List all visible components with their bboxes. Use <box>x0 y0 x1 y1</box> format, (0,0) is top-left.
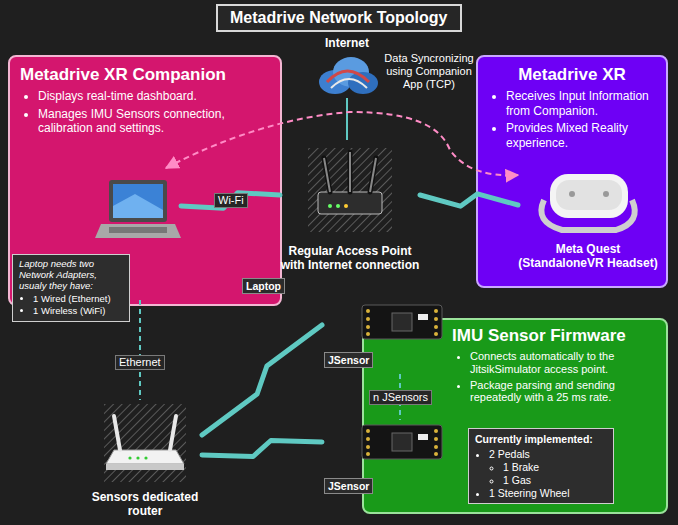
connector-label: Ethernet <box>115 355 165 370</box>
device-label: JSensor <box>324 352 373 368</box>
internet-cloud: Internet <box>313 36 381 98</box>
bullet-text: Receives Input Information from Companio… <box>506 89 649 117</box>
note-text: Laptop needs two Network Adapters, usual… <box>19 259 123 292</box>
ap-picture <box>300 140 400 240</box>
sub-bullet-text: 1 Brake <box>503 461 539 473</box>
sensor-router: Sensors dedicated router <box>88 400 202 525</box>
bullet-text: Package parsing and sending repeatedly w… <box>470 379 615 404</box>
sub-bullet-text: 1 Gas <box>503 474 531 486</box>
bullet-text: Manages IMU Sensors connection, calibrat… <box>38 107 225 135</box>
bullet-item: Displays real-time dashboard. <box>38 89 270 103</box>
bullet-item: Provides Mixed Reality experience. <box>506 121 656 150</box>
bullet-text: 1 Wired (Ethernet) <box>33 293 111 304</box>
panel-heading: Metadrive XR <box>488 65 656 85</box>
implemented-box: Currently implemented: 2 Pedals1 Brake1 G… <box>468 428 614 504</box>
xr-panel: Metadrive XR Receives Input Information f… <box>476 55 668 288</box>
device-label: JSensor <box>324 478 373 494</box>
device-label: Laptop <box>242 278 285 294</box>
device-caption: Sensors dedicated router <box>88 490 202 519</box>
sub-bullet-item: 1 Brake <box>503 461 607 473</box>
bullet-item: 1 Steering Wheel <box>489 487 607 499</box>
wireless-link <box>420 194 518 206</box>
wireless-link <box>202 325 322 435</box>
bullet-list: Connects automatically to the JitsikSimu… <box>452 350 662 404</box>
diagram-title: Metadrive Network Topology <box>216 4 462 32</box>
bullet-item: Manages IMU Sensors connection, calibrat… <box>38 107 270 136</box>
router-picture <box>100 400 190 486</box>
headset-icon: Meta Quest (StandaloneVR Headset) <box>518 160 658 282</box>
connector-label: Wi-Fi <box>214 193 248 208</box>
bullet-list: 2 Pedals1 Brake1 Gas1 Steering Wheel <box>475 448 607 499</box>
sensor-board: JSensor <box>322 420 445 500</box>
wired-link <box>139 300 141 400</box>
bullet-item: 2 Pedals1 Brake1 Gas <box>489 448 607 486</box>
note-heading: Currently implemented: <box>475 433 607 446</box>
bullet-text: Connects automatically to the JitsikSimu… <box>470 350 614 375</box>
bullet-item: 1 Wired (Ethernet) <box>33 294 123 305</box>
bullet-list: Receives Input Information from Companio… <box>488 89 656 150</box>
bullet-list: 1 Wired (Ethernet)1 Wireless (WiFi) <box>19 294 123 317</box>
wireless-link <box>202 441 322 457</box>
sub-bullet-list: 1 Brake1 Gas <box>489 461 607 486</box>
panel-heading: Metadrive XR Companion <box>20 65 270 85</box>
cloud-picture <box>313 52 381 98</box>
firmware-panel: IMU Sensor FirmwareConnects automaticall… <box>362 318 668 514</box>
sensor-picture <box>360 300 445 345</box>
bullet-list: Displays real-time dashboard. Manages IMU… <box>20 89 270 135</box>
bullet-text: 2 Pedals <box>489 448 530 460</box>
device-caption: Regular Access Point with Internet conne… <box>280 244 420 273</box>
sub-bullet-item: 1 Gas <box>503 474 607 486</box>
quest-picture <box>532 160 645 240</box>
sensor-picture <box>360 420 445 465</box>
bullet-text: Displays real-time dashboard. <box>38 89 197 103</box>
connector-label: n JSensors <box>369 390 432 405</box>
wired-link <box>346 98 348 140</box>
device-caption: Internet <box>313 36 381 50</box>
panel-heading: IMU Sensor Firmware <box>452 326 662 346</box>
note-box: Laptop needs two Network Adapters, usual… <box>12 254 130 322</box>
bullet-text: 1 Steering Wheel <box>489 487 570 499</box>
access-point: Regular Access Point with Internet conne… <box>280 140 420 288</box>
bullet-item: 1 Wireless (WiFi) <box>33 306 123 317</box>
bullet-item: Package parsing and sending repeatedly w… <box>470 379 662 404</box>
bullet-text: 1 Wireless (WiFi) <box>33 305 105 316</box>
device-caption: Meta Quest (StandaloneVR Headset) <box>518 242 658 271</box>
sensor-board: JSensor <box>322 300 445 374</box>
bullet-text: Provides Mixed Reality experience. <box>506 121 628 149</box>
laptop-picture <box>95 176 181 240</box>
connector-label: Data Syncronizing using Companion App (T… <box>384 52 474 92</box>
bullet-item: Connects automatically to the JitsikSimu… <box>470 350 662 375</box>
bullet-item: Receives Input Information from Companio… <box>506 89 656 118</box>
wireless-link <box>181 193 280 209</box>
